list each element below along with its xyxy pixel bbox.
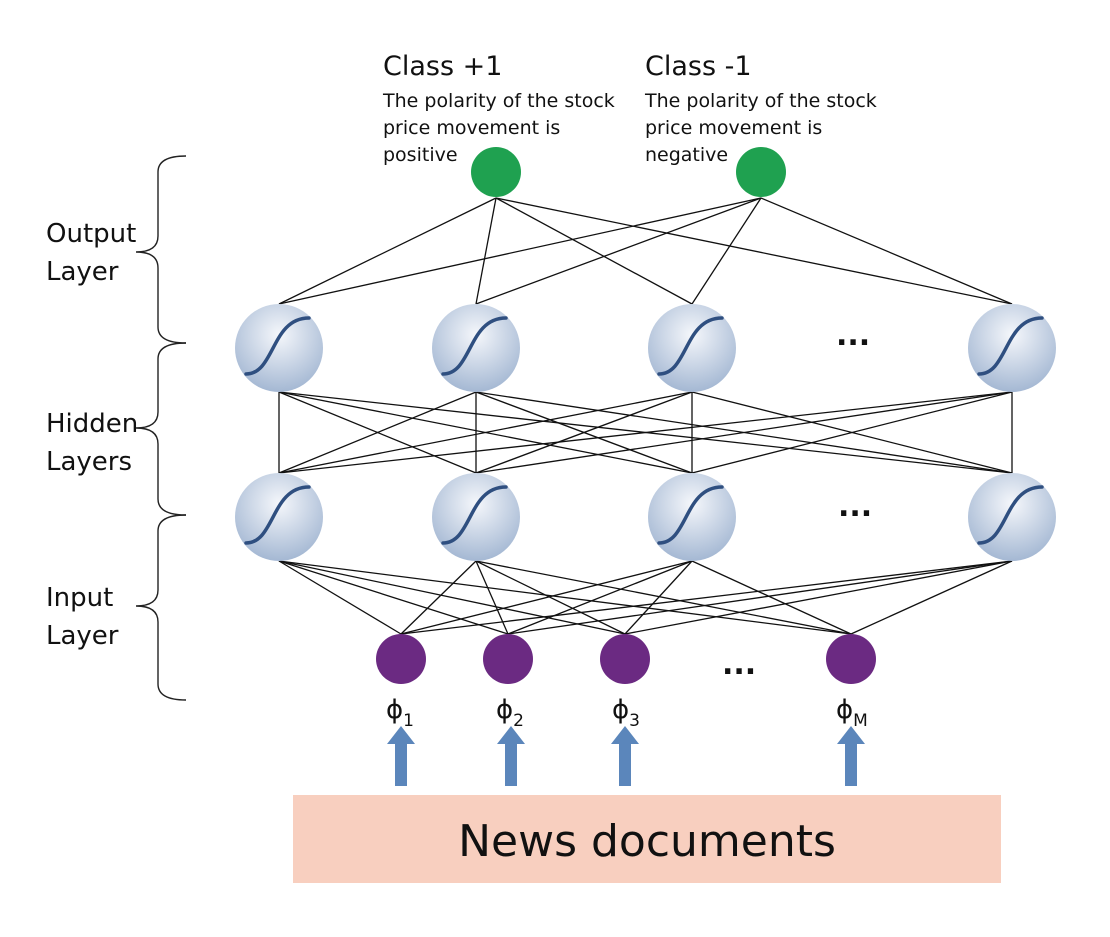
edge-hidden-3-input-2	[624, 560, 1013, 635]
edge-output-1-hidden-2	[691, 197, 762, 305]
connection-edges	[278, 197, 1013, 635]
sigmoid-icon	[441, 485, 508, 545]
edge-hidden-2-input-1	[507, 560, 693, 635]
phi-symbol-m: ϕ	[836, 695, 853, 725]
edge-hidden-1-input-0	[400, 560, 477, 635]
hidden-layers-brace	[135, 342, 187, 516]
sigmoid-icon	[977, 316, 1044, 376]
class-negative-title: Class -1	[645, 51, 752, 82]
phi-label-3: ϕ3	[612, 695, 640, 731]
hidden-layers-label-line1: Hidden	[46, 409, 138, 439]
phi-label-1: ϕ1	[386, 695, 414, 731]
edge-hidden-0-input-0	[278, 560, 402, 635]
edge-hidden-0-input-3	[278, 560, 852, 635]
input-arrows	[387, 726, 865, 786]
news-documents-label: News documents	[458, 816, 836, 867]
class-positive-desc-line3: positive	[383, 144, 458, 166]
input-layer-label-line1: Input	[46, 583, 113, 613]
edge-output-0-hidden-2	[495, 197, 693, 305]
up-arrow-icon	[837, 726, 865, 786]
neuron-upper-3	[648, 304, 736, 392]
edge-hidden-2-input-0	[400, 560, 693, 635]
edge-hidden-0-input-2	[278, 560, 626, 635]
input-node-1	[376, 634, 426, 684]
sigmoid-icon	[657, 485, 724, 545]
phi-symbol-3: ϕ	[612, 695, 629, 725]
edge-hidden-3-input-3	[850, 560, 1013, 635]
edge-hidden-2-input-2	[624, 560, 693, 635]
input-layer-label-line2: Layer	[46, 621, 119, 651]
phi-label-m: ϕM	[836, 695, 868, 731]
hidden-layers-label-line2: Layers	[46, 447, 132, 477]
output-layer-brace	[135, 155, 187, 344]
neuron-lower-2	[432, 473, 520, 561]
phi-subscript-3: 3	[629, 711, 640, 731]
input-ellipsis: ...	[722, 647, 756, 682]
edge-output-0-hidden-3	[495, 197, 1013, 305]
edge-hidden-3-hidden-2	[691, 391, 1013, 474]
class-positive-desc-line2: price movement is	[383, 117, 560, 139]
layer-braces	[135, 155, 187, 701]
edge-output-1-hidden-1	[475, 197, 762, 305]
neuron-lower-3	[648, 473, 736, 561]
edge-output-0-hidden-1	[475, 197, 497, 305]
hidden-upper-ellipsis: ...	[836, 318, 870, 353]
class-positive-desc-line1: The polarity of the stock	[382, 90, 615, 112]
edge-hidden-1-input-3	[475, 560, 852, 635]
edge-hidden-3-input-1	[507, 560, 1013, 635]
input-node-2	[483, 634, 533, 684]
up-arrow-icon	[497, 726, 525, 786]
input-node-3	[600, 634, 650, 684]
output-layer-label-line2: Layer	[46, 257, 119, 287]
edge-output-1-hidden-0	[278, 197, 762, 305]
input-layer-brace	[135, 514, 187, 701]
edge-hidden-3-hidden-0	[278, 391, 1013, 474]
phi-subscript-m: M	[853, 711, 868, 731]
hidden-neurons	[235, 304, 1056, 561]
phi-subscript-2: 2	[513, 711, 524, 731]
phi-label-2: ϕ2	[496, 695, 524, 731]
sigmoid-icon	[977, 485, 1044, 545]
up-arrow-icon	[611, 726, 639, 786]
edge-output-1-hidden-3	[760, 197, 1013, 305]
edge-hidden-3-input-0	[400, 560, 1013, 635]
neuron-upper-2	[432, 304, 520, 392]
sigmoid-icon	[441, 316, 508, 376]
neuron-upper-4	[968, 304, 1056, 392]
edge-output-0-hidden-0	[278, 197, 497, 305]
neuron-lower-4	[968, 473, 1056, 561]
edge-hidden-0-input-1	[278, 560, 509, 635]
edge-hidden-2-hidden-1	[475, 391, 693, 474]
sigmoid-icon	[244, 316, 311, 376]
class-negative-desc-line3: negative	[645, 144, 728, 166]
input-node-m	[826, 634, 876, 684]
edge-hidden-2-hidden-0	[278, 391, 693, 474]
phi-symbol-1: ϕ	[386, 695, 403, 725]
class-negative-desc-line1: The polarity of the stock	[644, 90, 877, 112]
news-documents-box	[293, 795, 1001, 883]
edge-hidden-3-hidden-1	[475, 391, 1013, 474]
output-node-positive	[471, 147, 521, 197]
sigmoid-icon	[244, 485, 311, 545]
sigmoid-icon	[657, 316, 724, 376]
phi-symbol-2: ϕ	[496, 695, 513, 725]
neuron-upper-1	[235, 304, 323, 392]
hidden-lower-ellipsis: ...	[838, 489, 872, 524]
output-node-negative	[736, 147, 786, 197]
output-layer-label-line1: Output	[46, 219, 136, 249]
class-negative-desc-line2: price movement is	[645, 117, 822, 139]
edge-hidden-1-hidden-0	[278, 391, 477, 474]
edge-hidden-2-input-3	[691, 560, 852, 635]
class-positive-title: Class +1	[383, 51, 502, 82]
up-arrow-icon	[387, 726, 415, 786]
phi-subscript-1: 1	[403, 711, 414, 731]
neuron-lower-1	[235, 473, 323, 561]
edge-hidden-1-input-2	[475, 560, 626, 635]
